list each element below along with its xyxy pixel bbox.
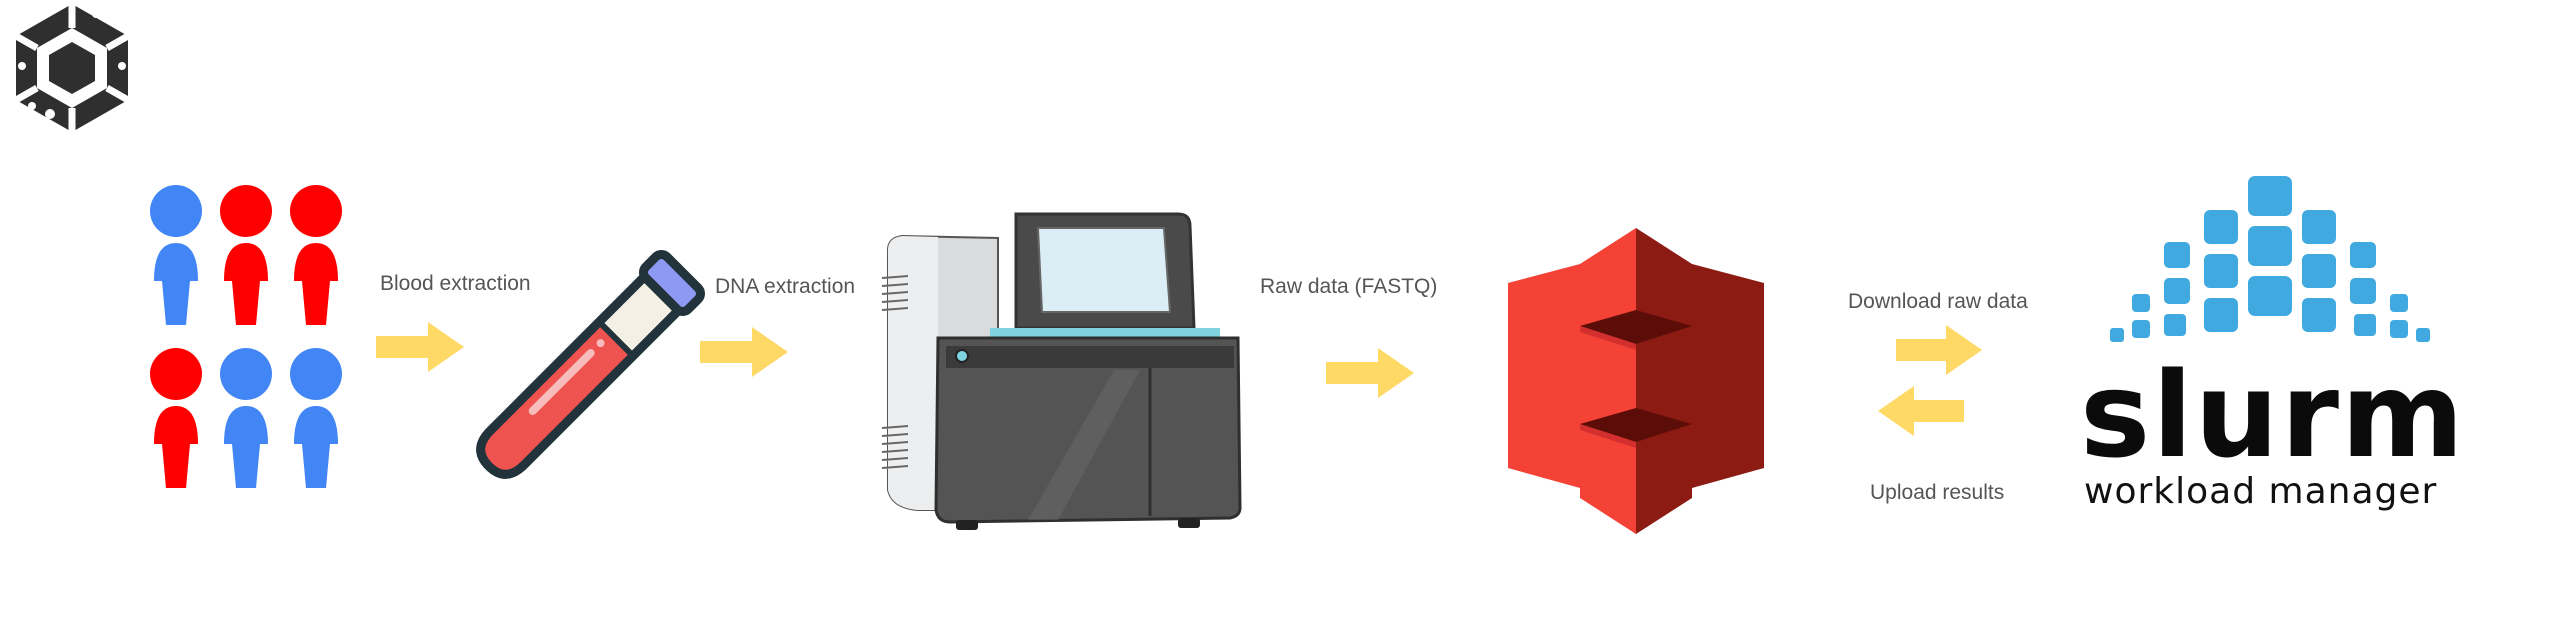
- person-blue-icon: [290, 348, 342, 488]
- arrow-left-icon: [1878, 386, 1964, 436]
- download-raw-data-label: Download raw data: [1848, 290, 2028, 313]
- dna-sequencer-machine-icon: [878, 210, 1248, 540]
- blood-extraction-label: Blood extraction: [380, 272, 531, 295]
- upload-results-label: Upload results: [1870, 481, 2005, 504]
- person-blue-icon: [220, 348, 272, 488]
- dna-extraction-label: DNA extraction: [715, 275, 856, 298]
- aws-s3-storage-icon: [1508, 228, 1764, 534]
- person-red-icon: [220, 185, 272, 325]
- people-group-icon: [150, 185, 360, 495]
- person-red-icon: [290, 185, 342, 325]
- arrow-right-icon: [1326, 348, 1414, 398]
- slurm-tagline: workload manager: [2084, 471, 2438, 512]
- slurm-wordmark: slurm: [2080, 346, 2466, 484]
- person-blue-icon: [150, 185, 202, 325]
- person-red-icon: [150, 348, 202, 488]
- arrow-right-icon: [376, 322, 464, 372]
- slurm-logo-icon: slurm workload manager: [2080, 172, 2464, 532]
- blood-test-tube-icon: [455, 240, 715, 500]
- arrow-right-icon: [700, 327, 788, 377]
- hexagon-circuit-logo-icon: [12, 2, 132, 134]
- raw-data-label: Raw data (FASTQ): [1260, 275, 1438, 298]
- arrow-right-icon: [1896, 325, 1982, 375]
